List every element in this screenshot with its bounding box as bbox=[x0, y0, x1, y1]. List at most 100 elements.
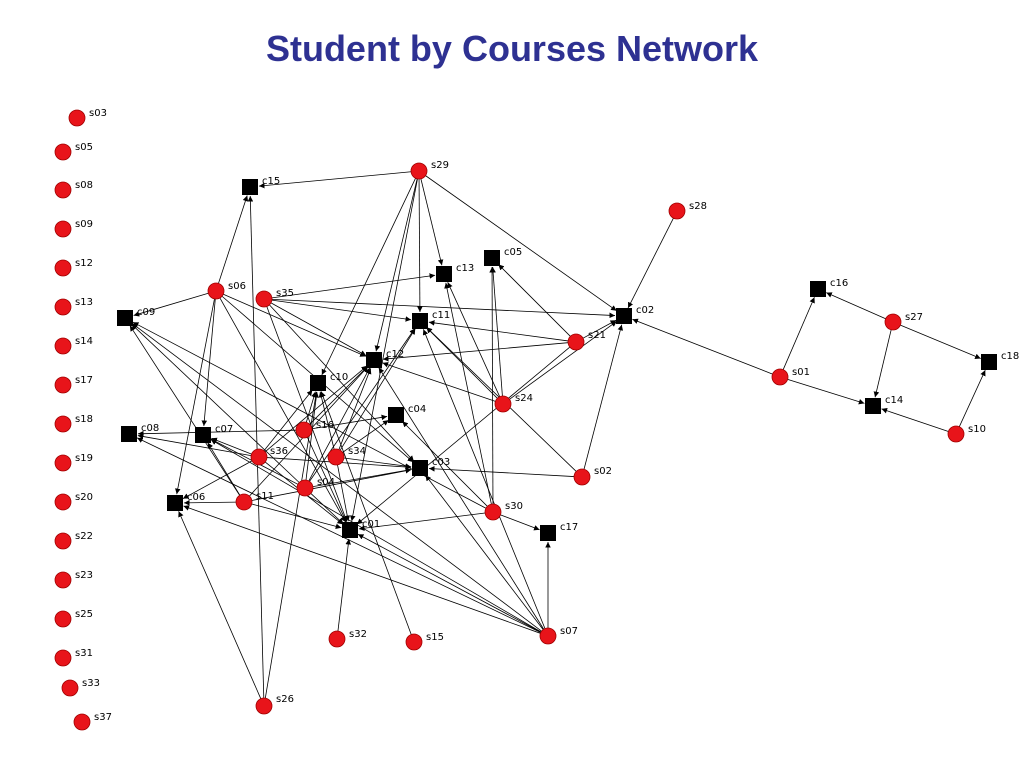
edge-s30-c13 bbox=[444, 282, 492, 505]
course-node-c07[interactable] bbox=[195, 427, 211, 443]
edge-s02-c02 bbox=[583, 324, 624, 470]
student-node-s28[interactable] bbox=[668, 202, 686, 220]
edge-s04-c03 bbox=[312, 467, 412, 488]
course-node-c06[interactable] bbox=[167, 495, 183, 511]
edge-s35-c13 bbox=[271, 273, 436, 299]
node-label-s37: s37 bbox=[94, 712, 112, 723]
edge-s34-c10 bbox=[318, 391, 335, 450]
course-node-c09[interactable] bbox=[117, 310, 133, 326]
edge-s07-c11 bbox=[422, 329, 546, 629]
student-node-s08[interactable] bbox=[54, 181, 72, 199]
student-node-s30[interactable] bbox=[484, 503, 502, 521]
node-label-s09: s09 bbox=[75, 219, 93, 230]
edge-s36-c10 bbox=[263, 389, 313, 451]
student-node-s27[interactable] bbox=[884, 313, 902, 331]
student-node-s13[interactable] bbox=[54, 298, 72, 316]
edge-s29-c15 bbox=[258, 171, 412, 189]
student-node-s06[interactable] bbox=[207, 282, 225, 300]
student-node-s16[interactable] bbox=[295, 421, 313, 439]
edge-s35-c02 bbox=[271, 298, 616, 319]
edge-s34-c11 bbox=[339, 328, 416, 451]
student-node-s09[interactable] bbox=[54, 220, 72, 238]
student-node-s15[interactable] bbox=[405, 633, 423, 651]
node-label-c13: c13 bbox=[456, 263, 474, 274]
student-node-s07[interactable] bbox=[539, 627, 557, 645]
edge-s35-c03 bbox=[269, 304, 415, 462]
student-node-s29[interactable] bbox=[410, 162, 428, 180]
edge-s11-c07 bbox=[207, 442, 241, 496]
edge-s11-c03 bbox=[251, 468, 412, 501]
student-node-s21[interactable] bbox=[567, 333, 585, 351]
edge-s06-c06 bbox=[175, 298, 215, 495]
edge-s24-c05 bbox=[490, 266, 503, 397]
node-label-c02: c02 bbox=[636, 305, 654, 316]
edge-s30-c04 bbox=[402, 421, 488, 507]
student-node-s35[interactable] bbox=[255, 290, 273, 308]
edge-s26-c10 bbox=[264, 391, 319, 699]
course-node-c12[interactable] bbox=[366, 352, 382, 368]
edge-s24-c12 bbox=[382, 362, 496, 402]
course-node-c08[interactable] bbox=[121, 426, 137, 442]
student-node-s12[interactable] bbox=[54, 259, 72, 277]
course-node-c10[interactable] bbox=[310, 375, 326, 391]
student-node-s23[interactable] bbox=[54, 571, 72, 589]
student-node-s02[interactable] bbox=[573, 468, 591, 486]
course-node-c02[interactable] bbox=[616, 308, 632, 324]
course-node-c01[interactable] bbox=[342, 522, 358, 538]
edge-s11-c01 bbox=[251, 503, 342, 529]
edge-s06-c09 bbox=[133, 292, 209, 317]
course-node-c03[interactable] bbox=[412, 460, 428, 476]
student-node-s32[interactable] bbox=[328, 630, 346, 648]
course-node-c13[interactable] bbox=[436, 266, 452, 282]
course-node-c05[interactable] bbox=[484, 250, 500, 266]
node-label-s04: s04 bbox=[317, 477, 335, 488]
node-label-c05: c05 bbox=[504, 247, 522, 258]
node-label-s20: s20 bbox=[75, 492, 93, 503]
edge-s07-c01 bbox=[357, 533, 542, 633]
student-node-s33[interactable] bbox=[61, 679, 79, 697]
edge-s35-c12 bbox=[270, 302, 367, 356]
student-node-s17[interactable] bbox=[54, 376, 72, 394]
course-node-c18[interactable] bbox=[981, 354, 997, 370]
course-node-c17[interactable] bbox=[540, 525, 556, 541]
student-node-s31[interactable] bbox=[54, 649, 72, 667]
course-node-c14[interactable] bbox=[865, 398, 881, 414]
student-node-s03[interactable] bbox=[68, 109, 86, 127]
node-label-c09: c09 bbox=[137, 307, 155, 318]
student-node-s24[interactable] bbox=[494, 395, 512, 413]
edge-s24-c13 bbox=[447, 282, 501, 397]
student-node-s14[interactable] bbox=[54, 337, 72, 355]
student-node-s25[interactable] bbox=[54, 610, 72, 628]
student-node-s18[interactable] bbox=[54, 415, 72, 433]
student-node-s19[interactable] bbox=[54, 454, 72, 472]
edge-s01-c16 bbox=[782, 297, 815, 370]
edge-s36-c07 bbox=[211, 437, 252, 455]
node-label-c16: c16 bbox=[830, 278, 848, 289]
node-label-s25: s25 bbox=[75, 609, 93, 620]
node-label-s02: s02 bbox=[594, 466, 612, 477]
node-label-c14: c14 bbox=[885, 395, 903, 406]
student-node-s11[interactable] bbox=[235, 493, 253, 511]
course-node-c04[interactable] bbox=[388, 407, 404, 423]
student-node-s22[interactable] bbox=[54, 532, 72, 550]
node-label-s26: s26 bbox=[276, 694, 294, 705]
student-node-s37[interactable] bbox=[73, 713, 91, 731]
node-label-c06: c06 bbox=[187, 492, 205, 503]
node-label-c18: c18 bbox=[1001, 351, 1019, 362]
course-node-c16[interactable] bbox=[810, 281, 826, 297]
student-node-s05[interactable] bbox=[54, 143, 72, 161]
node-label-s35: s35 bbox=[276, 288, 294, 299]
edge-s26-c15 bbox=[247, 195, 265, 699]
student-node-s34[interactable] bbox=[327, 448, 345, 466]
student-node-s20[interactable] bbox=[54, 493, 72, 511]
course-node-c11[interactable] bbox=[412, 313, 428, 329]
student-node-s01[interactable] bbox=[771, 368, 789, 386]
student-node-s36[interactable] bbox=[250, 448, 268, 466]
student-node-s10[interactable] bbox=[947, 425, 965, 443]
student-node-s04[interactable] bbox=[296, 479, 314, 497]
node-label-s31: s31 bbox=[75, 648, 93, 659]
edge-s11-c06 bbox=[183, 499, 237, 506]
edge-s06-c01 bbox=[219, 297, 346, 523]
course-node-c15[interactable] bbox=[242, 179, 258, 195]
student-node-s26[interactable] bbox=[255, 697, 273, 715]
